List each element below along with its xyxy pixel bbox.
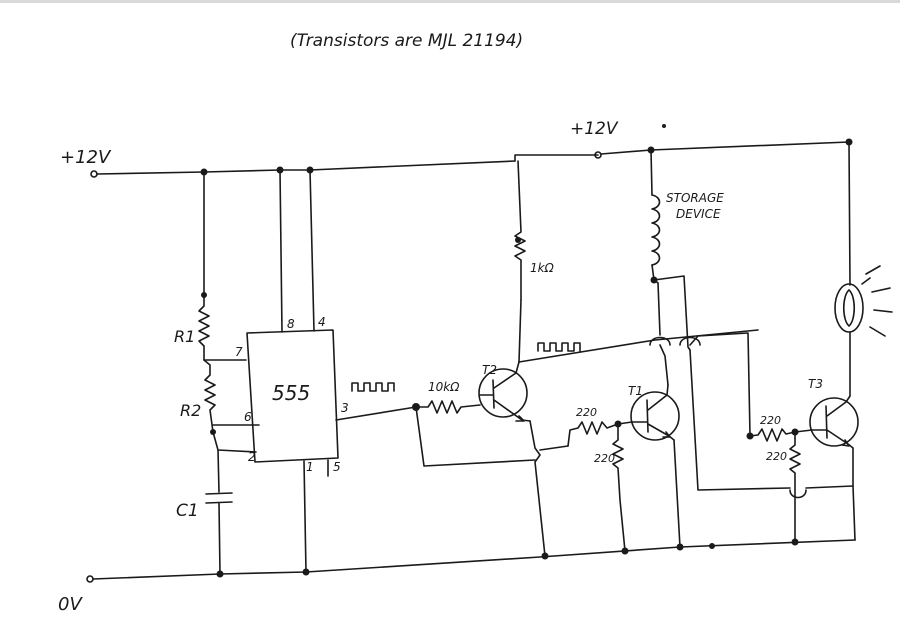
wire-t1-emitter — [673, 439, 681, 548]
supply-right-terminal — [594, 151, 602, 159]
pin4-label: 4 — [318, 315, 326, 329]
supply-left-terminal — [90, 170, 98, 178]
wire — [651, 264, 691, 351]
lamp-icon — [834, 265, 893, 337]
pin8-label: 8 — [287, 317, 295, 331]
supply-rail-link — [514, 154, 599, 162]
r1-resistor — [198, 294, 210, 361]
r-220-t3-base — [749, 428, 796, 442]
wire-hop — [649, 336, 671, 346]
t3-label: T3 — [808, 377, 823, 391]
wire-t2-emitter — [529, 420, 546, 557]
r-10k-resistor — [415, 400, 481, 414]
pin7-label: 7 — [235, 345, 243, 359]
wire-pin8 — [279, 169, 283, 333]
wire-collector-out — [518, 329, 759, 363]
supply-right-rail — [600, 141, 850, 155]
wire — [650, 149, 653, 196]
supply-right-label: +12V — [570, 119, 619, 139]
wire — [218, 502, 221, 575]
t3-transistor — [809, 395, 859, 449]
r-220-t3-base-label: 220 — [760, 414, 781, 427]
r-1k-label: 1kΩ — [530, 261, 555, 275]
wire — [617, 421, 633, 425]
t2-transistor — [478, 361, 531, 422]
r2-label: R2 — [180, 401, 201, 420]
ic-555-label: 555 — [272, 381, 310, 405]
wire-pin1 — [303, 460, 307, 573]
page-edge — [0, 0, 900, 3]
r-220-t1-bias-label: 220 — [594, 452, 615, 465]
wire-hop — [679, 336, 701, 346]
wire-pin4 — [309, 169, 315, 332]
wire — [657, 282, 661, 336]
wire — [659, 344, 669, 386]
wire-t2-emitter-loop — [415, 406, 536, 467]
supply-left-label: +12V — [60, 147, 112, 168]
junction-dot — [709, 543, 715, 549]
wire — [794, 429, 813, 433]
r-220-t1-bias — [612, 423, 626, 552]
ground-terminal — [86, 575, 94, 583]
wire — [217, 449, 220, 493]
wire-t3-emitter — [852, 447, 856, 541]
wire — [539, 445, 569, 451]
t1-transistor — [630, 384, 680, 441]
c1-label: C1 — [176, 501, 199, 521]
t1-label: T1 — [628, 384, 643, 398]
ic-555-body — [246, 329, 339, 463]
transistor-note: (Transistors are MJL 21194) — [290, 31, 523, 51]
supply-left-rail — [96, 160, 516, 175]
wire — [653, 279, 659, 284]
r1-label: R1 — [174, 327, 195, 346]
r-220-t3-bias — [789, 431, 801, 543]
t2-label: T2 — [482, 363, 497, 377]
r-1k-resistor — [514, 160, 526, 301]
pin6-label: 6 — [244, 410, 252, 424]
wire-pin2 — [212, 431, 257, 453]
wire — [689, 349, 791, 491]
pin1-label: 1 — [306, 460, 314, 474]
storage-label-2: DEVICE — [676, 207, 721, 221]
ground-label: 0V — [58, 594, 83, 615]
wire — [518, 299, 522, 363]
r2-resistor — [203, 359, 216, 433]
pin5-label: 5 — [333, 460, 341, 474]
square-wave-icon — [537, 342, 581, 352]
wire — [689, 332, 751, 436]
wire — [805, 485, 854, 489]
junction-dot — [515, 237, 521, 243]
r-220-t3-bias-label: 220 — [766, 450, 787, 463]
c1-capacitor — [205, 492, 233, 504]
wire — [848, 141, 851, 286]
wire-hop — [789, 489, 807, 499]
storage-label-1: STORAGE — [666, 191, 724, 205]
storage-device-coil — [651, 194, 661, 266]
r-220-t1-base-label: 220 — [576, 406, 597, 419]
stray-mark — [662, 124, 666, 128]
pin3-label: 3 — [341, 401, 349, 415]
r-220-t1-base — [567, 421, 619, 447]
ground-rail — [92, 539, 856, 580]
wire-output — [335, 406, 417, 421]
r-10k-label: 10kΩ — [428, 380, 460, 394]
pin2-label: 2 — [248, 450, 256, 464]
square-wave-icon — [351, 382, 395, 392]
